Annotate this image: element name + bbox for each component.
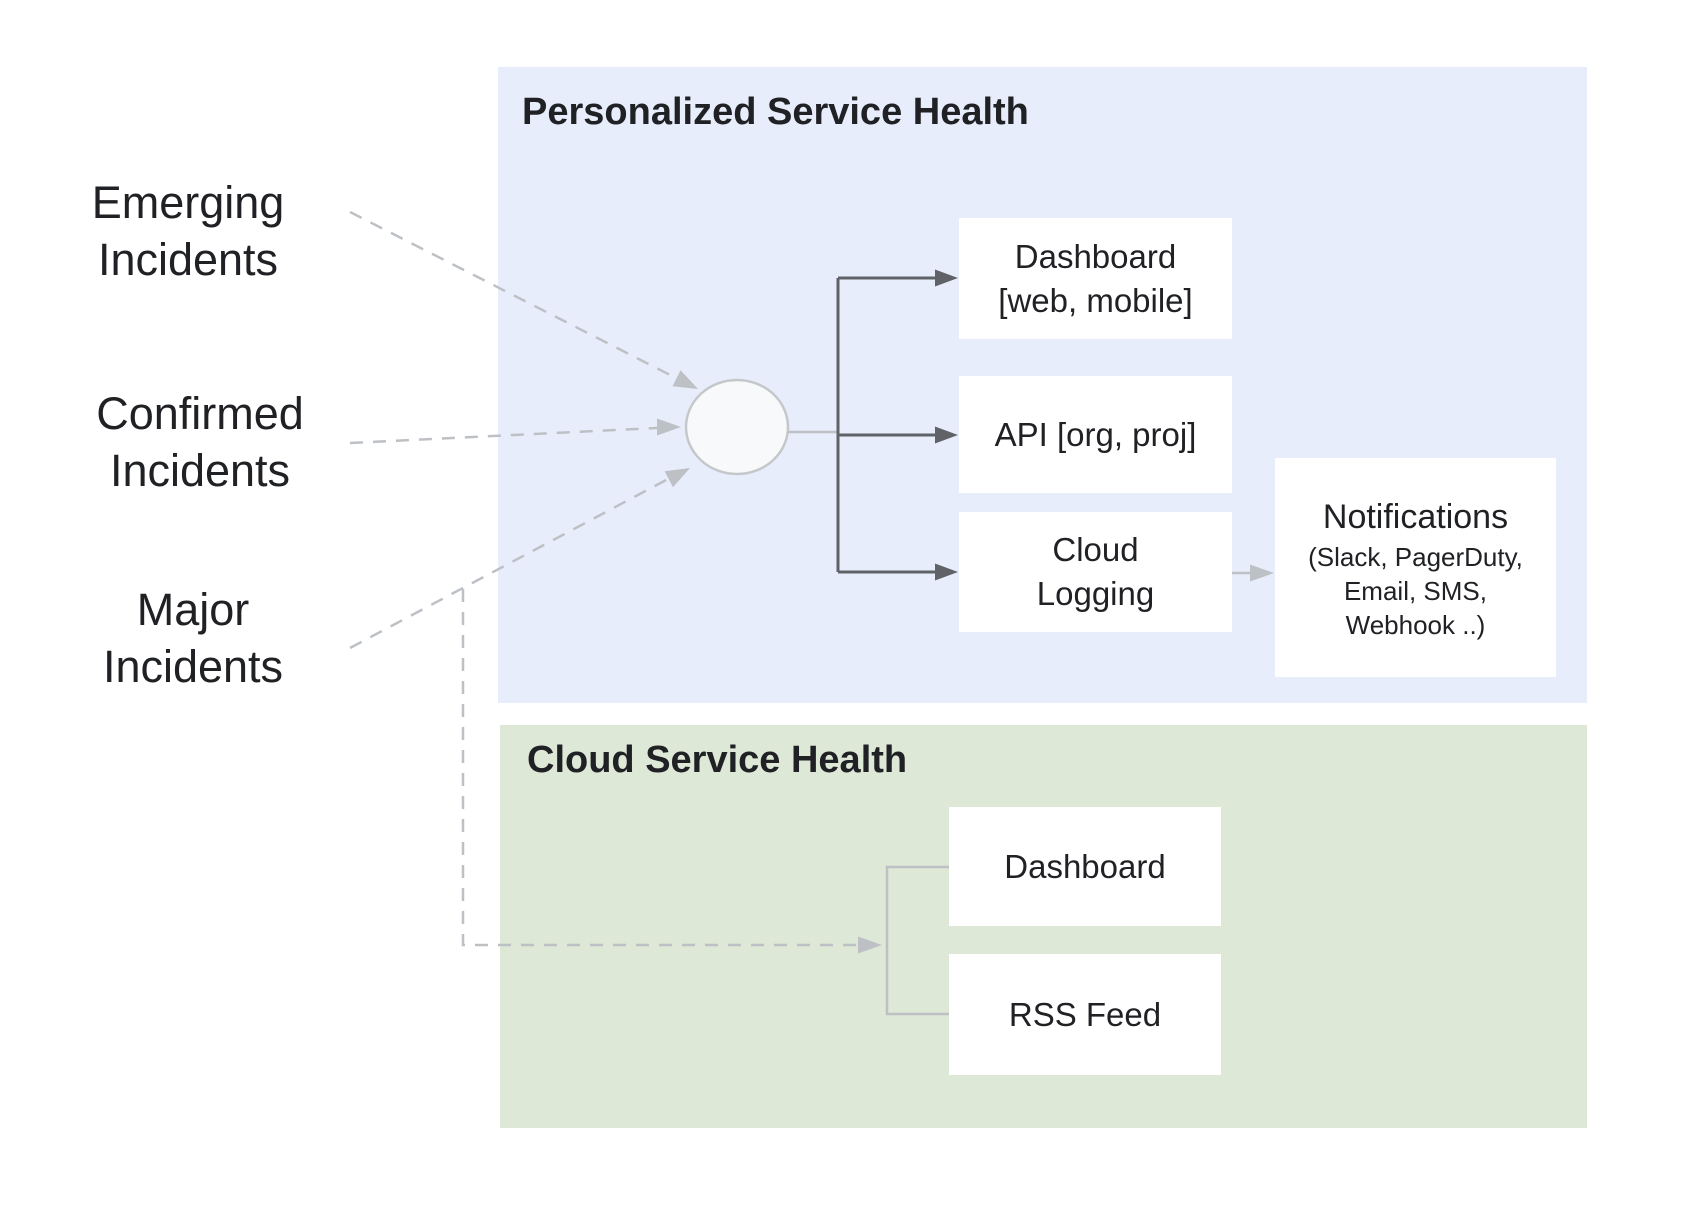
box-rss-feed: RSS Feed — [949, 954, 1221, 1075]
box-cloud-dashboard: Dashboard — [949, 807, 1221, 926]
notifications-channels: (Slack, PagerDuty, Email, SMS, Webhook .… — [1308, 541, 1523, 640]
box-cloud-logging: Cloud Logging — [959, 512, 1232, 632]
box-notifications: Notifications (Slack, PagerDuty, Email, … — [1275, 458, 1556, 677]
label-confirmed-incidents: Confirmed Incidents — [96, 388, 304, 496]
box-api-org-proj: API [org, proj] — [959, 376, 1232, 493]
label-major-incidents: Major Incidents — [102, 584, 284, 692]
personalized-panel-title: Personalized Service Health — [522, 91, 1029, 133]
label-emerging-incidents: Emerging Incidents — [91, 177, 285, 285]
box-dashboard-web-mobile: Dashboard [web, mobile] — [959, 218, 1232, 339]
notifications-title: Notifications — [1322, 497, 1509, 536]
cloud-panel-title: Cloud Service Health — [527, 739, 908, 781]
